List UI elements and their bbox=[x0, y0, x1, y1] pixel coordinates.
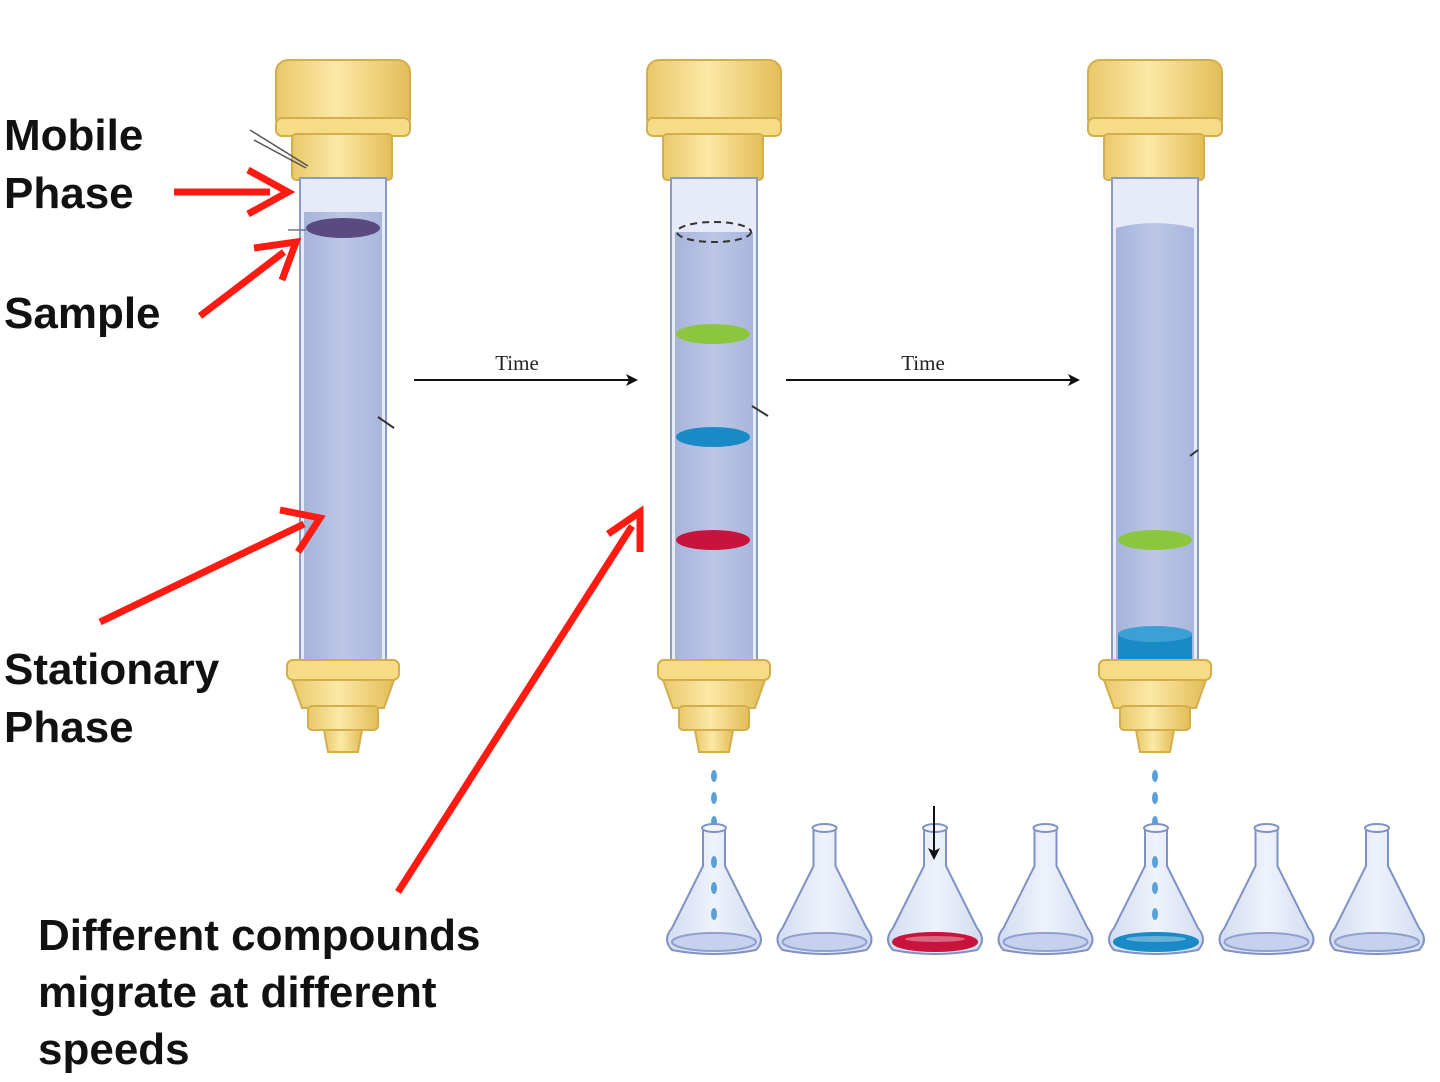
stationary-phase-packing bbox=[304, 212, 382, 660]
migrate-label-line3: speeds bbox=[38, 1025, 190, 1074]
blue-band bbox=[676, 427, 750, 447]
time-arrow-1: Time bbox=[414, 351, 638, 386]
time-label: Time bbox=[495, 351, 539, 375]
collected-fraction bbox=[1113, 932, 1199, 952]
red-pointer-arrows bbox=[98, 166, 644, 894]
blue-band-exiting bbox=[1118, 626, 1192, 660]
collection-flask bbox=[1218, 823, 1315, 955]
collection-flask bbox=[1329, 823, 1425, 955]
eluent-drops bbox=[711, 770, 717, 828]
collection-flasks bbox=[666, 823, 1425, 955]
sample-label: Sample bbox=[4, 289, 161, 338]
column-top-cap bbox=[275, 59, 411, 181]
time-label: Time bbox=[901, 351, 945, 375]
stationary-phase-label-line1: Stationary bbox=[4, 645, 220, 694]
mobile-phase-label-line1: Mobile bbox=[4, 111, 143, 160]
collection-flask bbox=[997, 823, 1094, 955]
falling-drops bbox=[711, 856, 1158, 920]
column-late-separation bbox=[1087, 59, 1223, 828]
stationary-phase-label-line2: Phase bbox=[4, 703, 134, 752]
time-arrow-2: Time bbox=[786, 351, 1080, 386]
green-band bbox=[1118, 530, 1192, 550]
column-top-cap bbox=[646, 59, 782, 181]
collection-flask bbox=[776, 823, 873, 955]
column-initial bbox=[249, 59, 411, 753]
flask-base bbox=[1223, 932, 1310, 952]
eluent-drops bbox=[1152, 770, 1158, 828]
original-sample-position bbox=[676, 221, 752, 243]
migrate-label-line2: migrate at different bbox=[38, 968, 437, 1017]
stationary-phase-packing bbox=[1116, 223, 1194, 660]
migrate-label-line1: Different compounds bbox=[38, 911, 480, 960]
collection-flask bbox=[887, 823, 983, 955]
flask-base bbox=[781, 932, 868, 952]
mobile-phase-label-line2: Phase bbox=[4, 169, 134, 218]
sample-band bbox=[306, 218, 380, 238]
flask-base bbox=[1002, 932, 1089, 952]
column-mid-separation bbox=[646, 59, 782, 828]
flask-base bbox=[1334, 932, 1420, 952]
red-band bbox=[676, 530, 750, 550]
column-bottom-fitting bbox=[286, 659, 400, 753]
column-top-cap bbox=[1087, 59, 1223, 181]
column-bottom-fitting bbox=[657, 659, 771, 753]
collected-fraction bbox=[892, 932, 978, 952]
flask-base bbox=[671, 932, 757, 952]
green-band bbox=[676, 324, 750, 344]
column-bottom-fitting bbox=[1098, 659, 1212, 753]
